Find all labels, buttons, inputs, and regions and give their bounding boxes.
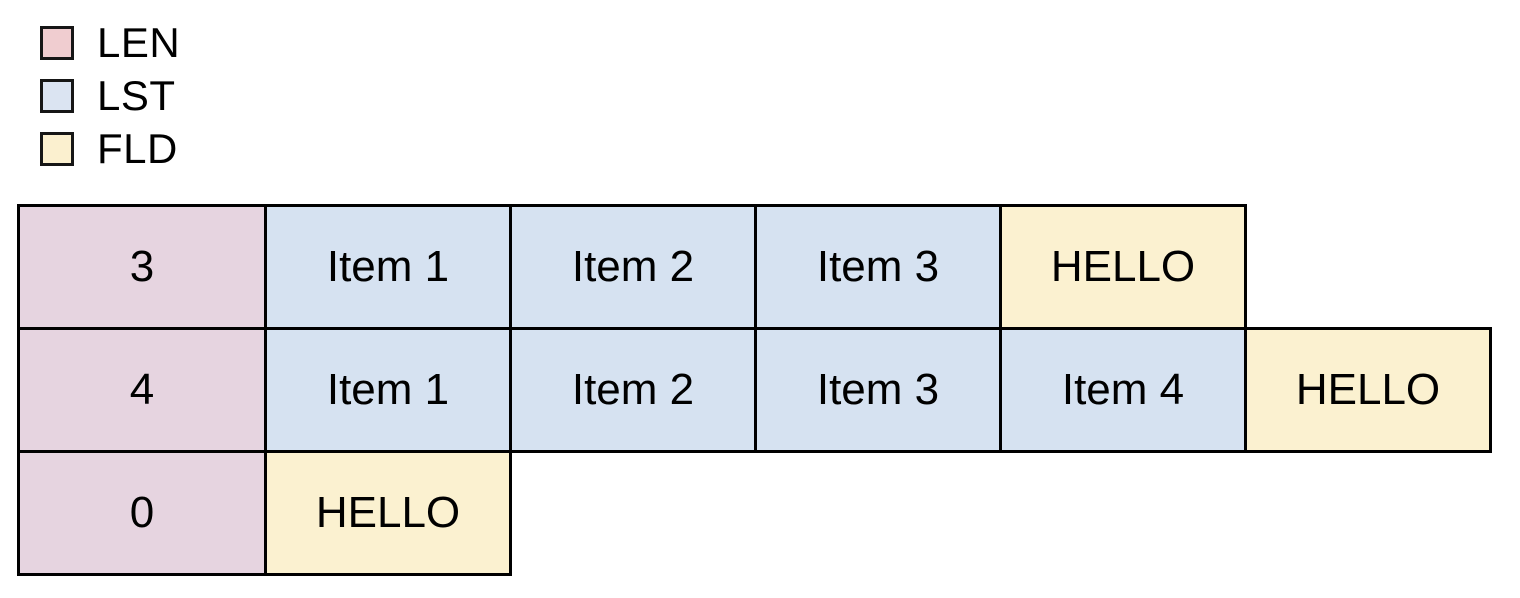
cell-len: 0 [17, 450, 267, 576]
cell-lst: Item 4 [999, 327, 1247, 453]
cell-lst: Item 3 [754, 327, 1002, 453]
legend-item-lst: LST [40, 75, 180, 117]
cell-len: 4 [17, 327, 267, 453]
cell-fld: HELLO [999, 204, 1247, 330]
cell-lst: Item 1 [264, 327, 512, 453]
legend-label-fld: FLD [97, 125, 178, 172]
legend-label-lst: LST [97, 72, 176, 119]
fld-swatch-icon [40, 132, 74, 166]
cell-lst: Item 1 [264, 204, 512, 330]
cell-fld: HELLO [264, 450, 512, 576]
legend-label-len: LEN [97, 19, 181, 66]
cell-lst: Item 2 [509, 327, 757, 453]
lst-swatch-icon [40, 79, 74, 113]
cell-len: 3 [17, 204, 267, 330]
cell-lst: Item 2 [509, 204, 757, 330]
legend-item-len: LEN [40, 22, 180, 64]
legend: LEN LST FLD [40, 22, 180, 185]
len-swatch-icon [40, 26, 74, 60]
cell-fld: HELLO [1244, 327, 1492, 453]
cell-lst: Item 3 [754, 204, 1002, 330]
legend-item-fld: FLD [40, 128, 180, 170]
